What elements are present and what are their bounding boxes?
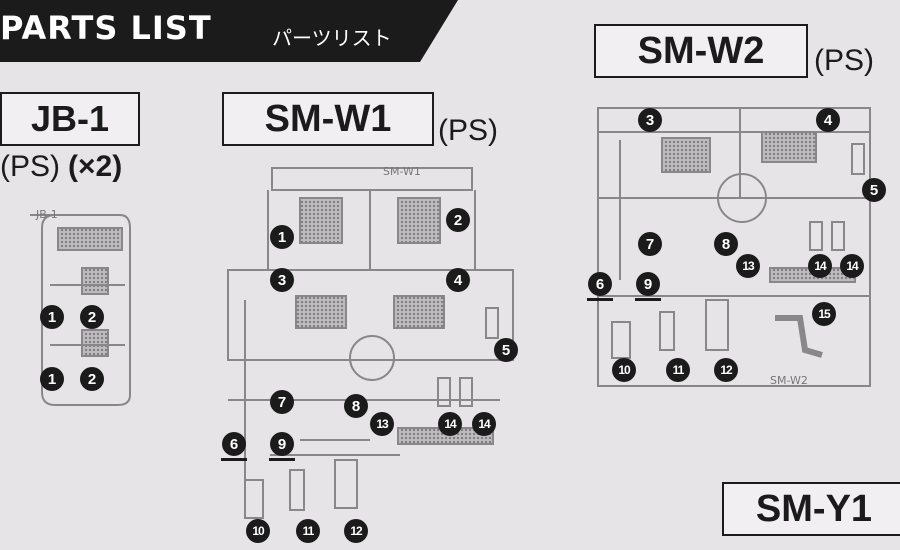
smw2-title: SM-W2 [637,29,765,72]
part-9-underline [269,458,295,461]
smw1-title-box: SM-W1 [222,92,434,146]
smw2-runner-label: SM-W2 [770,374,808,387]
part-number-14: 14 [808,254,832,278]
part-number-8: 8 [714,232,738,256]
part-number-1: 1 [40,367,64,391]
part-number-3: 3 [270,268,294,292]
parts-list-banner: PARTS LIST パーツリスト [0,0,458,62]
part-number-7: 7 [270,390,294,414]
part-number-6: 6 [588,272,612,296]
smw1-runner-label: SM-W1 [383,165,421,178]
part-number-2: 2 [80,305,104,329]
part-number-7: 7 [638,232,662,256]
part-number-13: 13 [370,412,394,436]
jb1-runner-label: JB-1 [36,208,58,221]
part-number-15: 15 [812,302,836,326]
part-number-2: 2 [80,367,104,391]
part-number-5: 5 [862,178,886,202]
part-number-4: 4 [816,108,840,132]
jb1-material: (PS) [0,150,60,183]
part-6-underline [587,298,613,301]
part-number-3: 3 [638,108,662,132]
part-6-underline [221,458,247,461]
jb1-title-box: JB-1 [0,92,140,146]
jb1-title: JB-1 [30,98,110,139]
smw1-title: SM-W1 [264,97,392,140]
jb1-quantity: (×2) [68,150,123,183]
part-number-1: 1 [270,225,294,249]
smw2-material: (PS) [814,44,874,77]
part-9-underline [635,298,661,301]
part-number-4: 4 [446,268,470,292]
part-number-10: 10 [612,358,636,382]
part-number-10: 10 [246,519,270,543]
part-number-13: 13 [736,254,760,278]
smw2-title-box: SM-W2 [594,24,808,78]
part-number-12: 12 [714,358,738,382]
smw1-runner [227,167,514,519]
banner-title: PARTS LIST [0,9,212,47]
jb1-runner [30,214,131,406]
part-number-9: 9 [270,432,294,456]
part-number-8: 8 [344,394,368,418]
part-number-2: 2 [446,208,470,232]
banner-subtitle: パーツリスト [272,26,392,50]
part-number-11: 11 [666,358,690,382]
part-number-1: 1 [40,305,64,329]
part-number-6: 6 [222,432,246,456]
part-number-14: 14 [438,412,462,436]
smw2-runner [597,107,871,387]
part-number-14: 14 [472,412,496,436]
smy1-title-box: SM-Y1 [722,482,900,536]
part-number-14: 14 [840,254,864,278]
smy1-title: SM-Y1 [755,487,873,530]
banner-shape [0,0,458,62]
part-number-12: 12 [344,519,368,543]
smw1-material: (PS) [438,114,498,147]
part-number-11: 11 [296,519,320,543]
part-number-9: 9 [636,272,660,296]
part-number-5: 5 [494,338,518,362]
